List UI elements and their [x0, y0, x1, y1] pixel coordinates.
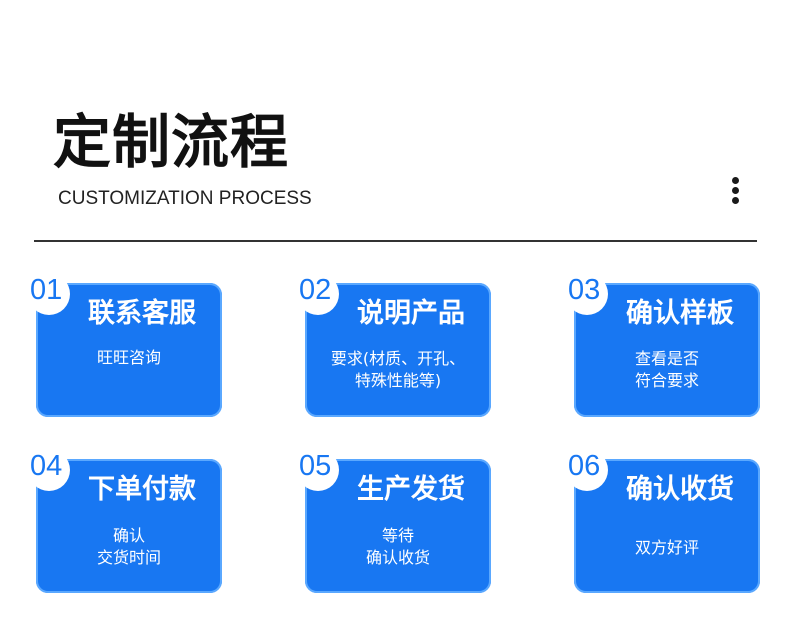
step-description-line: 确认收货	[365, 548, 430, 567]
step-card-5: 05 生产发货 等待 确认收货	[297, 449, 491, 593]
step-badge	[566, 449, 608, 491]
step-description-line: 旺旺咨询	[96, 348, 161, 367]
more-vertical-icon[interactable]	[729, 177, 741, 209]
step-description: 双方好评	[580, 537, 754, 559]
step-description-line: 查看是否	[634, 349, 699, 368]
step-description-line: 交货时间	[96, 548, 161, 567]
step-title: 说明产品	[357, 298, 465, 329]
step-description-line: 符合要求	[634, 371, 699, 390]
page-subtitle: CUSTOMIZATION PROCESS	[58, 188, 312, 209]
step-description: 要求(材质、开孔、 特殊性能等)	[311, 348, 485, 392]
step-description-line: 等待	[381, 526, 414, 545]
dot	[731, 187, 739, 194]
step-number: 02	[299, 274, 332, 306]
step-card-3: 03 确认样板 查看是否 符合要求	[566, 273, 760, 417]
step-description-line: 特殊性能等)	[354, 371, 442, 390]
step-number: 05	[299, 450, 332, 482]
step-description-line: 双方好评	[634, 538, 699, 557]
step-card-1: 01 联系客服 旺旺咨询	[28, 273, 222, 417]
step-title: 确认收货	[626, 474, 734, 505]
step-badge	[28, 273, 70, 315]
step-badge	[28, 449, 70, 491]
step-badge	[297, 449, 339, 491]
step-title: 生产发货	[357, 474, 465, 505]
step-description: 等待 确认收货	[311, 525, 485, 569]
step-card-4: 04 下单付款 确认 交货时间	[28, 449, 222, 593]
step-number: 01	[30, 274, 63, 306]
dot	[731, 177, 739, 184]
step-description: 查看是否 符合要求	[580, 348, 754, 392]
step-badge	[566, 273, 608, 315]
step-number: 04	[30, 450, 63, 482]
step-card-6: 06 确认收货 双方好评	[566, 449, 760, 593]
step-card-2: 02 说明产品 要求(材质、开孔、 特殊性能等)	[297, 273, 491, 417]
step-description: 确认 交货时间	[42, 525, 216, 569]
header-divider	[34, 240, 757, 242]
step-number: 06	[568, 450, 601, 482]
step-title: 下单付款	[88, 474, 196, 505]
step-description: 旺旺咨询	[42, 347, 216, 369]
step-badge	[297, 273, 339, 315]
step-number: 03	[568, 274, 601, 306]
step-title: 联系客服	[88, 298, 196, 329]
step-description-line: 确认	[112, 526, 145, 545]
page-title: 定制流程	[53, 108, 290, 176]
step-description-line: 要求(材质、开孔、	[330, 349, 466, 368]
step-title: 确认样板	[626, 298, 734, 329]
dot	[731, 197, 739, 204]
